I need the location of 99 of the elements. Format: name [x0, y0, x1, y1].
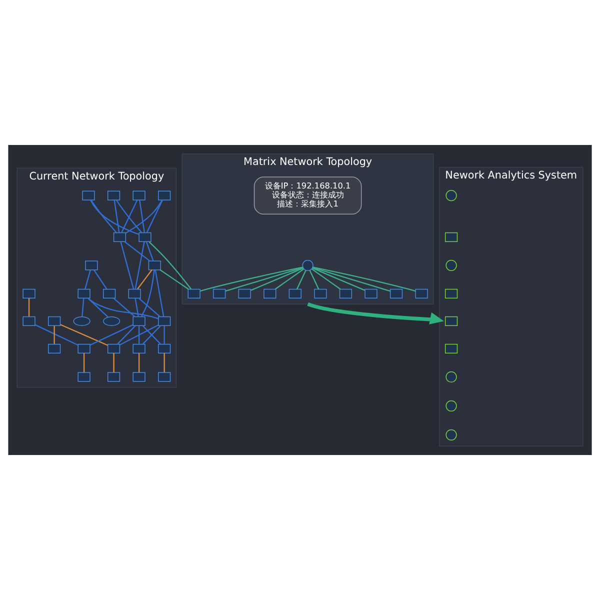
- connector: [138, 298, 160, 318]
- node-box: [138, 232, 152, 242]
- connector: [28, 298, 30, 316]
- node-box: [107, 190, 120, 200]
- connector: [309, 270, 320, 290]
- node-box: [78, 372, 90, 382]
- node-box: [444, 316, 458, 326]
- node-box: [158, 372, 171, 382]
- connector: [312, 266, 416, 292]
- node-box: [213, 288, 226, 299]
- cluster: Current Network Topology: [16, 168, 177, 388]
- node-circle: [446, 429, 457, 440]
- node-circle: [446, 371, 457, 383]
- connector: [274, 268, 304, 290]
- node-box: [444, 232, 458, 242]
- node-box: [132, 316, 146, 326]
- node-box: [158, 190, 171, 200]
- connector: [296, 270, 306, 290]
- node-box: [148, 260, 161, 270]
- node-box: [107, 372, 120, 382]
- node-box: [288, 288, 302, 299]
- connector: [164, 353, 165, 372]
- node-box: [48, 316, 61, 326]
- connector: [126, 200, 163, 234]
- connector: [200, 266, 303, 292]
- node-box: [113, 232, 126, 242]
- connector: [113, 298, 136, 318]
- node-box: [444, 344, 458, 354]
- connector: [138, 353, 140, 372]
- connector: [88, 298, 108, 318]
- connector: [137, 270, 152, 290]
- node-box: [238, 288, 251, 299]
- node-box: [103, 288, 116, 299]
- connector: [146, 200, 163, 233]
- node-box: [314, 288, 327, 299]
- connector: [148, 241, 192, 290]
- node-box: [107, 344, 120, 354]
- node-box: [390, 288, 403, 299]
- connector: [134, 298, 139, 317]
- node-box: [339, 288, 352, 299]
- node-box: [78, 288, 90, 299]
- node-box: [158, 316, 171, 326]
- connector: [90, 200, 139, 235]
- node-box: [264, 288, 276, 299]
- connector: [84, 270, 92, 290]
- connector: [83, 353, 85, 372]
- node-circle: [446, 260, 457, 271]
- connector: [54, 326, 55, 344]
- node-circle: [446, 190, 457, 202]
- arrow: [307, 302, 444, 324]
- node-box: [85, 260, 98, 270]
- node-circle: [302, 260, 314, 271]
- connector: [312, 268, 341, 290]
- connector: [160, 269, 189, 290]
- connector: [88, 298, 158, 320]
- node-box: [444, 288, 458, 299]
- node-box: [128, 288, 141, 299]
- node-box: [132, 372, 146, 382]
- connector: [139, 200, 146, 233]
- connector: [116, 200, 142, 233]
- node-box: [22, 288, 36, 299]
- connector: [124, 241, 150, 262]
- node-cloud: [73, 316, 90, 326]
- node-box: [364, 288, 378, 299]
- node-box: [158, 344, 171, 354]
- connector: [34, 324, 78, 346]
- connector: [120, 242, 134, 290]
- node-box: [22, 316, 36, 326]
- connector: [90, 200, 117, 233]
- connector: [60, 324, 108, 346]
- connector: [146, 241, 154, 262]
- node-box: [188, 288, 200, 299]
- node-circle: [446, 400, 457, 412]
- node-box: [132, 344, 146, 354]
- node-box: [132, 190, 146, 200]
- connector: [140, 270, 155, 317]
- connector: [117, 325, 136, 344]
- connector: [138, 326, 140, 344]
- connector: [312, 267, 390, 292]
- cluster: Nework Analytics System: [439, 166, 584, 446]
- connector: [114, 200, 120, 233]
- node-box: [415, 288, 428, 299]
- connector: [134, 242, 145, 290]
- connector: [93, 270, 108, 290]
- connector: [154, 270, 164, 317]
- connector: [312, 268, 366, 291]
- node-box: [48, 344, 61, 354]
- connector: [113, 353, 114, 372]
- connector: [164, 326, 165, 344]
- node-cloud: [103, 316, 120, 326]
- node-box: [82, 190, 95, 200]
- connector: [120, 324, 159, 346]
- connector: [225, 267, 304, 292]
- connector: [82, 298, 84, 316]
- connector: [250, 268, 304, 291]
- node-box: [78, 344, 90, 354]
- connector: [90, 324, 134, 346]
- connector: [121, 200, 138, 233]
- node-box: 设备IP：192.168.10.1 设备状态：连接成功 描述：采集接入1: [254, 176, 362, 214]
